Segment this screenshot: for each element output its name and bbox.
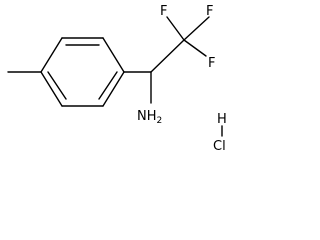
ring-double-bond-inner-3 xyxy=(47,71,67,100)
fluorine-label-3: F xyxy=(208,56,215,71)
fluorine-label-2: F xyxy=(206,4,213,19)
atom-labels: F F F NH2 H Cl xyxy=(137,4,227,154)
bond-cf3-to-f1 xyxy=(166,16,185,41)
bond-methine-to-cf3 xyxy=(150,39,185,73)
ring-bond-c3-c4 xyxy=(102,37,125,73)
hcl-chlorine-label: Cl xyxy=(213,139,226,154)
ring-double-bond-inner-2 xyxy=(98,71,118,100)
bond-cf3-to-f2 xyxy=(183,16,210,41)
ring-bond-c1-c2 xyxy=(40,37,63,73)
bonds xyxy=(7,16,223,137)
bond-cf3-to-f3 xyxy=(183,39,207,57)
fluorine-label-1: F xyxy=(160,4,167,19)
chemical-structure: F F F NH2 H Cl xyxy=(7,4,227,154)
amine-nh-text: NH xyxy=(137,109,157,124)
hcl-hydrogen-label: H xyxy=(217,112,227,127)
ring-bond-c6-c1 xyxy=(40,71,63,107)
ring-bond-c4-c5 xyxy=(102,71,125,107)
amine-subscript: 2 xyxy=(157,116,163,126)
amine-label: NH2 xyxy=(137,109,162,126)
